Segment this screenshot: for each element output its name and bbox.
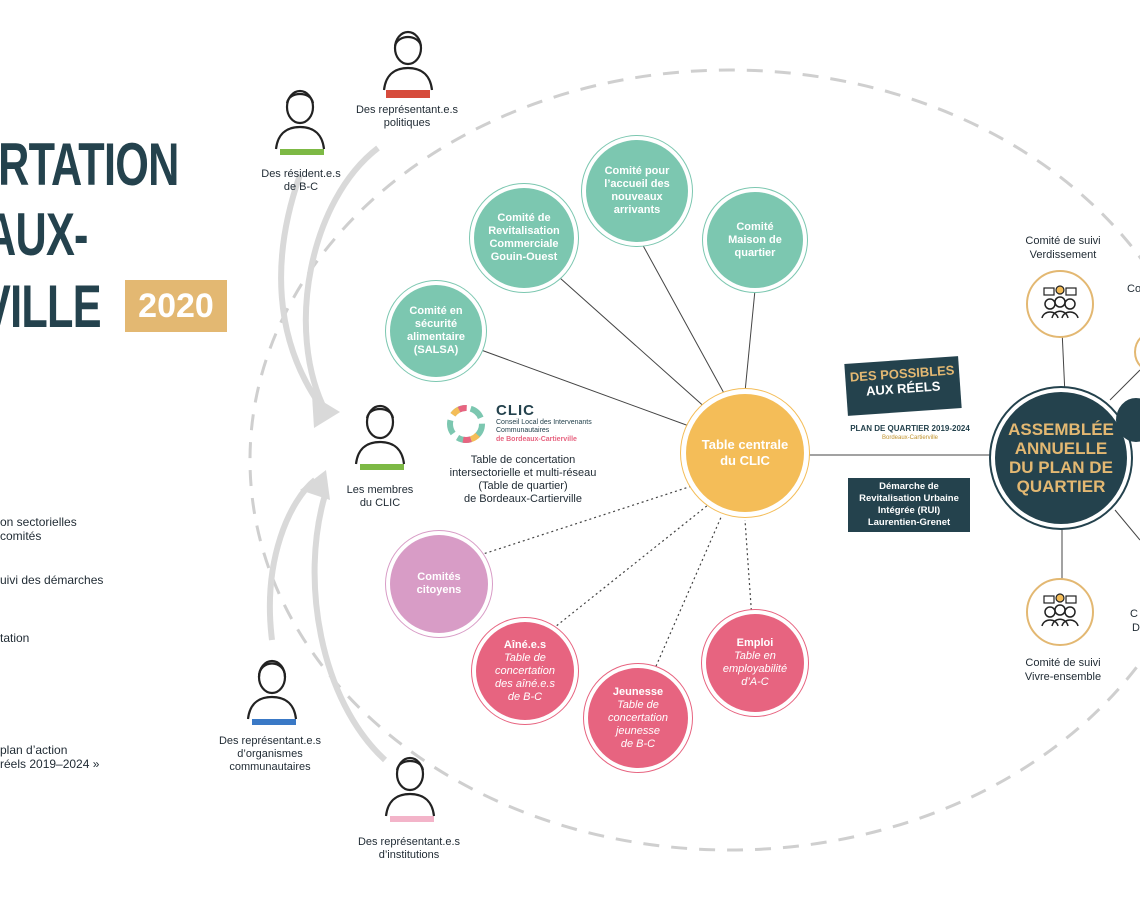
table-emploi-subtitle: Table en employabilité d’A-C <box>722 650 788 688</box>
person-residents-icon <box>274 89 326 155</box>
title-line-1: ERTATION <box>0 131 179 198</box>
person-organismes-icon <box>246 659 298 725</box>
left-list-item-4: tation <box>0 631 30 645</box>
person-membres-icon <box>354 404 406 470</box>
partial-label-top: Co <box>1127 283 1140 295</box>
spoke-emploi <box>744 519 753 621</box>
spoke-jeunesse <box>649 514 723 681</box>
left-list-item-2: comités <box>0 529 42 543</box>
table-jeunesse: Jeunesse Table de concertation jeunesse … <box>588 668 688 768</box>
year-badge: 2020 <box>125 280 227 332</box>
clic-subtitle: Conseil Local des Intervenants Communaut… <box>496 419 592 434</box>
central-table-circle: Table centrale du CLIC <box>686 394 804 512</box>
assembly-circle: ASSEMBLÉE ANNUELLE DU PLAN DE QUARTIER <box>995 392 1127 524</box>
spoke-maison <box>744 289 756 393</box>
committee-accueil: Comité pour l’accueil des nouveaux arriv… <box>586 140 688 242</box>
plan-logo-badge: DES POSSIBLES AUX RÉELS <box>844 356 962 416</box>
arrow-from-institutions <box>311 494 388 763</box>
suivi-verdissement-badge <box>1026 270 1094 338</box>
title-line-3: VILLE <box>0 273 102 340</box>
suivi-vivre-label: Comité de suivi Vivre-ensemble <box>1024 657 1102 683</box>
label-politiques: Des représentant.e.s politiques <box>355 104 459 129</box>
person-politiques-icon <box>382 30 434 98</box>
label-residents: Des résident.e.s de B-C <box>261 168 341 193</box>
suivi-vivre-badge <box>1026 578 1094 646</box>
meeting-icon <box>1041 285 1079 319</box>
clic-name: CLIC <box>496 402 535 419</box>
committee-gouin-label: Comité de Revitalisation Commerciale Gou… <box>488 212 560 263</box>
arrow-from-residents <box>278 174 323 407</box>
left-list-item-1: on sectorielles <box>0 515 77 529</box>
clic-description: Table de concertation intersectorielle e… <box>449 454 597 505</box>
table-emploi: Emploi Table en employabilité d’A-C <box>706 614 804 712</box>
committee-citoyens: Comités citoyens <box>390 535 488 633</box>
person-institutions-icon <box>384 756 436 822</box>
rui-label: Démarche de Revitalisation Urbaine Intég… <box>859 481 959 528</box>
spoke-aines <box>544 504 709 636</box>
label-membres: Les membres du CLIC <box>346 484 414 509</box>
committee-accueil-label: Comité pour l’accueil des nouveaux arriv… <box>604 165 670 216</box>
partial-label-mid2: D <box>1132 622 1140 634</box>
table-jeunesse-title: Jeunesse <box>612 685 664 698</box>
spoke-gouin <box>559 277 709 411</box>
committee-salsa-label: Comité en sécurité alimentaire (SALSA) <box>406 305 466 356</box>
table-emploi-title: Emploi <box>736 637 774 649</box>
suivi-verdissement-label: Comité de suivi Verdissement <box>1025 235 1101 261</box>
arrowhead-top <box>312 395 340 428</box>
spoke-verdissement <box>1061 329 1066 396</box>
rui-box: Démarche de Revitalisation Urbaine Intég… <box>848 478 970 532</box>
label-organismes: Des représentant.e.s d’organismes commun… <box>218 735 322 773</box>
left-list-item-3: uivi des démarches <box>0 573 104 587</box>
left-list-item-6: réels 2019–2024 » <box>0 757 100 771</box>
table-aines: Aîné.e.s Table de concertation des aîné.… <box>476 622 574 720</box>
committee-gouin: Comité de Revitalisation Commerciale Gou… <box>474 188 574 288</box>
plan-logo-line4: Bordeaux-Cartierville <box>881 435 939 441</box>
arrowhead-bottom <box>300 470 330 500</box>
label-institutions: Des représentant.e.s d’institutions <box>357 836 461 861</box>
table-aines-title: Aîné.e.s <box>503 638 547 651</box>
spoke-accueil <box>639 239 726 396</box>
clic-logo-icon <box>447 405 485 443</box>
spoke-right-bottom <box>1114 509 1140 541</box>
arrow-from-politiques <box>302 145 380 412</box>
left-list-item-5: plan d’action <box>0 743 68 757</box>
table-jeunesse-subtitle: Table de concertation jeunesse de B-C <box>608 698 668 750</box>
spoke-salsa <box>439 334 701 431</box>
table-aines-subtitle: Table de concertation des aîné.e.s de B-… <box>495 651 555 703</box>
meeting-icon <box>1041 593 1079 627</box>
spoke-right-top <box>1109 369 1140 401</box>
arrow-from-organismes <box>266 477 317 641</box>
committee-salsa: Comité en sécurité alimentaire (SALSA) <box>390 285 482 377</box>
plan-logo-line3: PLAN DE QUARTIER 2019-2024 <box>850 424 970 433</box>
title-line-2: AUX- <box>0 201 88 268</box>
committee-citoyens-label: Comités citoyens <box>416 571 462 596</box>
clic-subtitle-place: de Bordeaux-Cartierville <box>496 436 577 443</box>
outer-dashed-ellipse <box>248 68 1140 852</box>
partial-label-mid1: C <box>1130 608 1138 620</box>
committee-maison-label: Comité Maison de quartier <box>728 220 782 259</box>
committee-maison: Comité Maison de quartier <box>707 192 803 288</box>
